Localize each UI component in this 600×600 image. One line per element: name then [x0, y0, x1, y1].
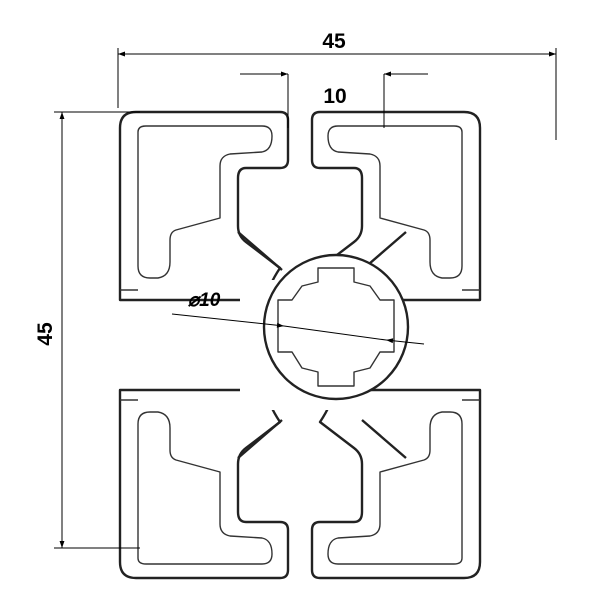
width-dimension: 45	[117, 30, 557, 140]
profile-body	[118, 110, 482, 580]
profile-quadrant	[118, 110, 290, 302]
bore-label: ⌀10	[188, 290, 221, 311]
profile-quadrant-br	[310, 388, 482, 580]
center-bore	[277, 267, 395, 387]
height-dimension: 45	[34, 111, 140, 549]
height-label: 45	[34, 322, 57, 346]
bore-dimension: ⌀10	[171, 290, 425, 345]
profile-quadrant-bl	[118, 388, 290, 580]
slot-dimension: 10	[240, 71, 428, 128]
center-hub-ring	[262, 253, 410, 401]
slot-label: 10	[323, 85, 346, 108]
width-label: 45	[322, 30, 346, 53]
